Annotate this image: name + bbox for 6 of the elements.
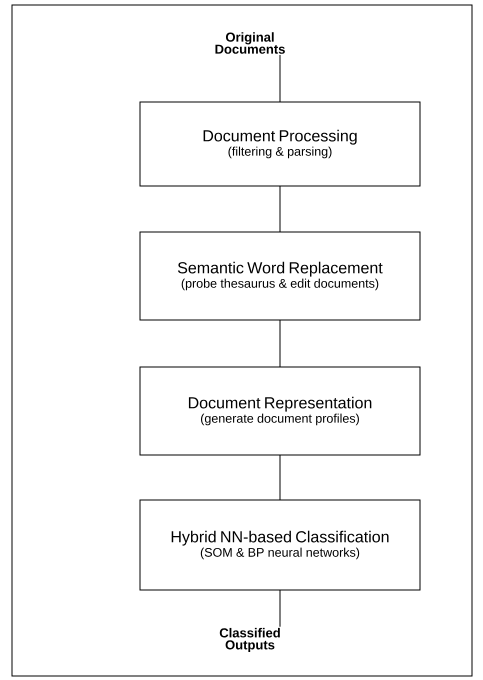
terminal-label: Classified Outputs [220, 628, 280, 652]
process-box: Document Processing (filtering & parsing) [140, 102, 420, 186]
terminal-label: Original Documents [215, 32, 285, 54]
process-box: Semantic Word Replacement (probe thesaurus & edit documents) [140, 232, 420, 320]
process-box: Hybrid NN-based Classification (SOM & BP neural networks) [140, 500, 420, 590]
process-box: Document Representation (generate document profiles) [140, 366, 420, 456]
